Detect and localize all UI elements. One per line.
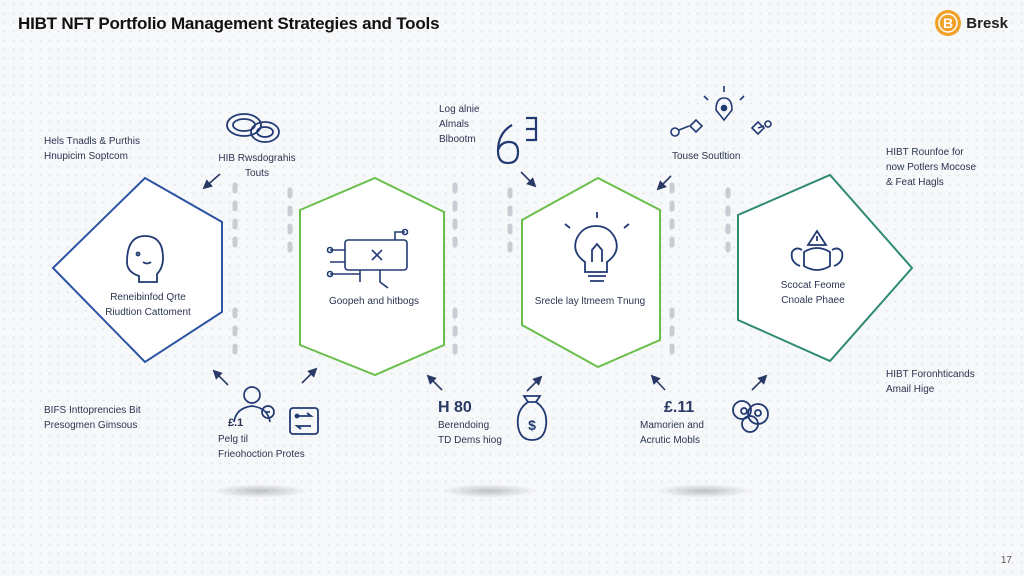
bottom-number-3: H 80 bbox=[438, 399, 472, 416]
linked-coins-icon bbox=[226, 113, 280, 143]
icon-number-label: £.1 bbox=[228, 417, 244, 429]
shadow-1 bbox=[212, 484, 308, 498]
stage-2-label: Goopeh and hitbogs bbox=[328, 296, 420, 307]
lightbulb-icon bbox=[564, 212, 630, 282]
svg-text:$: $ bbox=[528, 417, 536, 433]
person-coin-icon bbox=[233, 386, 275, 423]
brand-logo: B Bresk bbox=[933, 8, 1008, 38]
top-label-2: HIB Rwsdograhis Touts bbox=[218, 153, 296, 179]
shadow-3 bbox=[656, 484, 752, 498]
bottom-label-3: Berendoing TD Dems hiog bbox=[438, 420, 502, 446]
stage-1-shape bbox=[51, 176, 223, 364]
flow-arrows bbox=[202, 171, 768, 392]
stage-2-shape bbox=[299, 176, 445, 377]
number-six-icon bbox=[496, 116, 538, 165]
brand-name: Bresk bbox=[966, 14, 1008, 32]
exchange-square-icon bbox=[289, 407, 319, 435]
bottom-label-1: BIFS Inttoprencies Bit Presogmen Gimsous bbox=[44, 405, 141, 431]
stage-3-label: Srecle lay ltmeem Tnung bbox=[534, 296, 646, 307]
circuit-board-icon bbox=[326, 228, 409, 289]
bitcoin-logo-icon: B bbox=[935, 10, 962, 36]
svg-text:B: B bbox=[943, 15, 953, 31]
shadow-2 bbox=[441, 484, 537, 498]
page-title: HIBT NFT Portfolio Management Strategies… bbox=[18, 14, 440, 33]
bottom-label-2: Pelg til Frieohoction Protes bbox=[218, 434, 305, 460]
connector-lines bbox=[232, 182, 731, 363]
person-head-icon bbox=[126, 235, 164, 283]
top-label-5: HIBT Rounfoe for now Potlers Mocose & Fe… bbox=[886, 147, 977, 188]
stage-4-label: Scocat Feome Cnoale Phaee bbox=[780, 280, 846, 306]
stage-1-label: Reneibinfod Qrte Riudtion Cattoment bbox=[105, 292, 191, 318]
bottom-number-4: £.11 bbox=[664, 399, 695, 416]
top-label-1: Hels Tnadls & Purthis Hnupicim Soptcom bbox=[44, 136, 140, 162]
bottom-label-4: Mamorien and Acrutic Mobls bbox=[640, 420, 704, 446]
coin-cluster-icon bbox=[732, 400, 769, 433]
idea-network-icon bbox=[670, 86, 772, 137]
money-bag-icon: $ bbox=[516, 395, 548, 441]
top-label-4: Touse Soutltion bbox=[672, 151, 741, 162]
bottom-label-5: HIBT Foronhticands Amail Hige bbox=[886, 369, 975, 395]
page-number: 17 bbox=[1000, 555, 1012, 566]
user-alert-icon bbox=[790, 229, 844, 271]
top-label-3: Log alnie Almals Blbootm bbox=[439, 104, 480, 145]
